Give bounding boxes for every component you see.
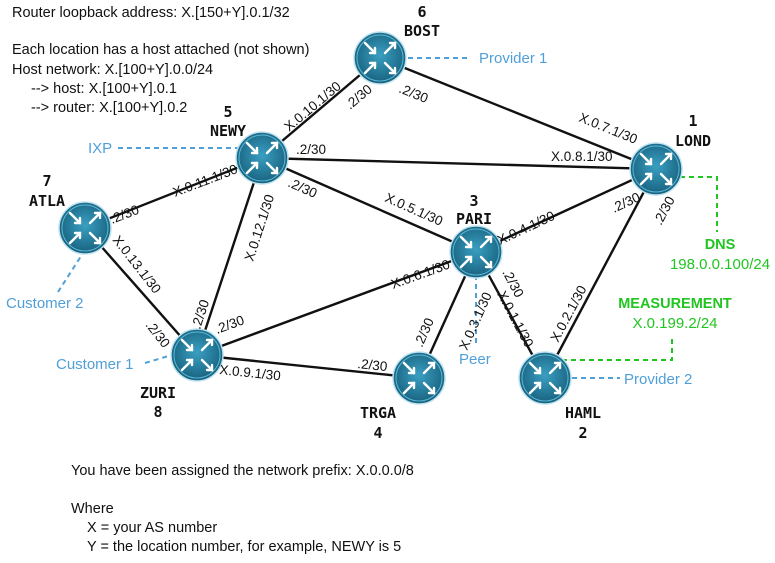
zuri-name: ZURI [140,384,176,402]
zuri-number: 8 [153,403,162,421]
newy-bost-net-label: X.0.10.1/30 [281,78,344,134]
link-bost-lond [379,56,657,171]
zuri-trga-net-label: X.0.9.1/30 [219,362,282,383]
measurement-title: MEASUREMENT [618,296,732,312]
host-intro-text: Each location has a host attached (not s… [12,42,309,58]
router-icon-haml[interactable] [517,350,573,406]
measurement-connection [562,337,673,361]
bost-lond-near-label: .2/30 [397,81,430,106]
customer1-label: Customer 1 [56,356,134,373]
atla-newy-near-label: .2/30 [108,202,141,227]
x-definition-text: X = your AS number [87,520,217,536]
pari-number: 3 [469,192,478,210]
trga-name: TRGA [360,404,396,422]
newy-number: 5 [223,103,232,121]
link-newy-pari [261,156,477,254]
link-atla-zuri [84,227,198,356]
pari-lond-net-label: X.0.4.1/30 [495,208,557,248]
zuri-trga-far-label: .2/30 [357,356,388,374]
peer-label: Peer [459,351,491,368]
bost-number: 6 [417,3,426,21]
zuri-pari-net-label: X.0.6.1/30 [389,257,452,292]
link-pari-lond [475,167,657,254]
haml-lond-far-label: .2/30 [650,194,677,228]
link-atla-newy [84,156,263,230]
zuri-pari-near-label: .2/30 [213,312,246,336]
customer2-connection [57,249,86,293]
haml-number: 2 [578,424,587,442]
dns-address: 198.0.0.100/24 [670,256,770,273]
newy-pari-near-label: .2/30 [286,175,320,201]
newy-lond-near-label: .2/30 [296,142,326,157]
measurement-address: X.0.199.2/24 [632,315,717,332]
newy-lond-net-label: X.0.8.1/30 [551,149,613,164]
router-icon-bost[interactable] [352,30,408,86]
lond-name: LOND [675,132,711,150]
link-newy-zuri [195,157,264,356]
router-icon-lond[interactable] [628,141,684,197]
newy-zuri-far-label: .2/30 [189,298,213,331]
where-text: Where [71,501,114,517]
link-haml-lond [543,168,658,379]
link-zuri-trga [196,353,420,380]
dns-title: DNS [705,237,736,253]
host-address-text: --> host: X.[100+Y].0.1 [31,81,177,97]
customer2-label: Customer 2 [6,295,84,312]
router-address-text: --> router: X.[100+Y].0.2 [31,100,187,116]
provider1-label: Provider 1 [479,50,547,67]
haml-name: HAML [565,404,601,422]
pari-name: PARI [456,210,492,228]
prefix-text: You have been assigned the network prefi… [71,463,414,479]
atla-newy-net-label: X.0.11.1/30 [171,161,240,199]
lond-number: 1 [688,112,697,130]
link-newy-lond [261,156,657,171]
host-network-text: Host network: X.[100+Y].0.0/24 [12,62,213,78]
atla-number: 7 [42,172,51,190]
router-icon-atla[interactable] [57,200,113,256]
atla-name: ATLA [29,192,65,210]
pari-lond-far-label: .2/30 [609,189,643,215]
router-icon-trga[interactable] [391,350,447,406]
loopback-text: Router loopback address: X.[150+Y].0.1/3… [12,5,290,21]
customer1-connection [144,354,173,364]
newy-pari-net-label: X.0.5.1/30 [383,190,445,229]
link-zuri-pari [196,250,477,357]
bost-name: BOST [404,22,440,40]
newy-name: NEWY [210,122,246,140]
router-icon-zuri[interactable] [169,327,225,383]
dns-connection [680,176,718,232]
trga-number: 4 [373,424,382,442]
ixp-label: IXP [88,140,112,157]
provider2-label: Provider 2 [624,371,692,388]
y-definition-text: Y = the location number, for example, NE… [87,539,401,555]
